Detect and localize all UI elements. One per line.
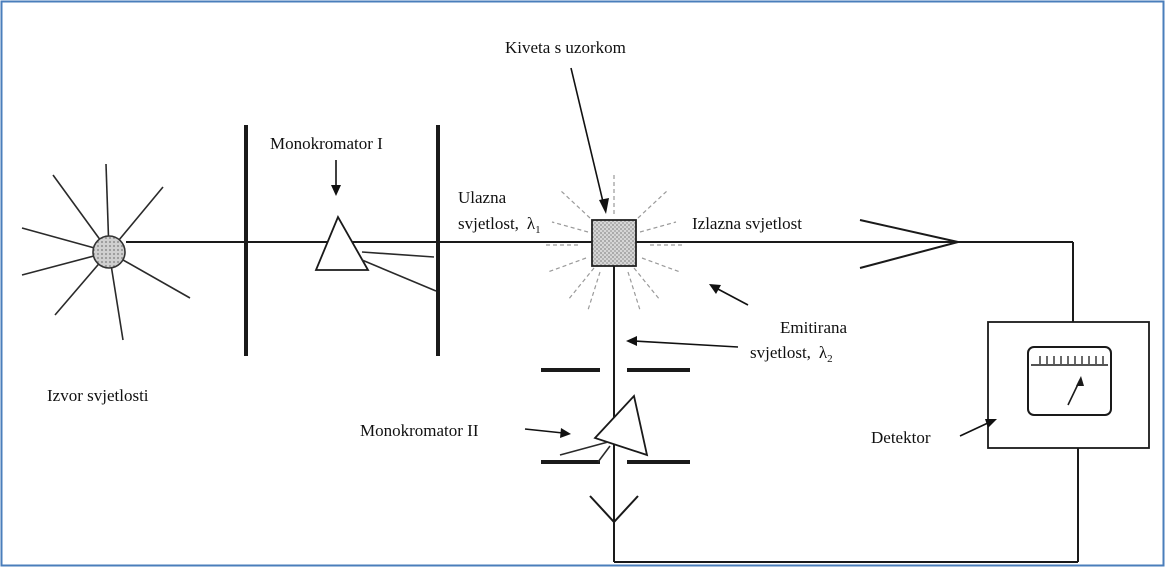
label-emitted-lambda-sub: 2	[827, 353, 833, 365]
arrow-exit-emission	[709, 284, 749, 306]
arrow-emitted-light	[626, 336, 739, 348]
prism-1-icon	[314, 214, 370, 271]
arrow-detector	[959, 419, 997, 437]
label-exit-light: Izlazna svjetlost	[692, 214, 802, 233]
label-detector: Detektor	[871, 428, 931, 447]
label-emitted-light-1: Emitirana	[780, 318, 847, 337]
arrow-monochromator-1	[331, 160, 341, 196]
light-source-icon	[21, 163, 191, 341]
label-incident-lambda: λ	[527, 214, 536, 233]
label-emitted-light-2: svjetlost, λ2	[750, 343, 833, 365]
cuvette-icon	[591, 219, 637, 267]
label-incident-lambda-sub: 1	[535, 224, 541, 236]
meter-dial-icon	[1027, 346, 1112, 416]
label-emitted-light-word: svjetlost,	[750, 343, 811, 362]
label-sample-cell: Kiveta s uzorkom	[505, 38, 626, 57]
label-incident-light-2: svjetlost, λ1	[458, 214, 541, 236]
label-light-source: Izvor svjetlosti	[47, 386, 149, 405]
prism-2-icon	[593, 394, 649, 457]
arrow-monochromator-2	[524, 428, 571, 438]
label-incident-light-1: Ulazna	[458, 188, 507, 207]
label-monochromator-1: Monokromator I	[270, 134, 383, 153]
label-emitted-lambda: λ	[819, 343, 828, 362]
monochromator-2	[541, 368, 690, 464]
arrow-sample-cell	[570, 67, 609, 214]
receiver-v-icon	[589, 495, 639, 524]
monochromator-1	[244, 125, 440, 356]
detector	[987, 321, 1150, 449]
label-monochromator-2: Monokromator II	[360, 421, 479, 440]
receiver-right-icon	[859, 219, 959, 269]
label-incident-light-word: svjetlost,	[458, 214, 519, 233]
